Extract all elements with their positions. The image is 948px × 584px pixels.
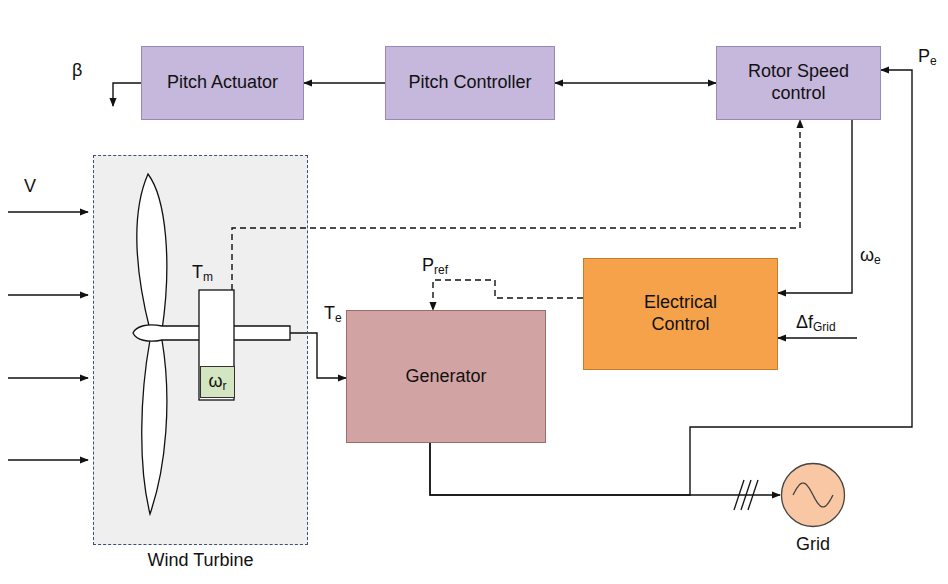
wind-arrow: [8, 459, 88, 460]
node-label: Pitch Controller: [408, 72, 531, 94]
grid-symbol: [780, 462, 846, 528]
control-box: Electrical Control: [583, 258, 778, 370]
wind-arrow: [8, 211, 88, 212]
node-label: Pitch Actuator: [167, 72, 278, 94]
measurement-arrow: [433, 280, 583, 310]
grid-circle: [782, 464, 845, 527]
subscript: Grid: [813, 320, 836, 334]
subscript: e: [874, 253, 881, 267]
process-box: Pitch Controller: [385, 46, 555, 120]
pitch-output-arrow: [113, 83, 141, 106]
turbine-region: Wind Turbineωr: [93, 155, 308, 545]
signal-label: Pe: [916, 46, 939, 67]
signal-arrow: [304, 82, 385, 83]
signal-label: ωe: [858, 245, 883, 266]
grid-source: Grid: [780, 462, 846, 528]
node-caption: Grid: [796, 534, 830, 556]
subscript: r: [223, 379, 227, 393]
process-box: Rotor Speed control: [716, 46, 881, 120]
torque-label: Tm: [190, 262, 215, 283]
process-box: Pitch Actuator: [141, 46, 304, 120]
connector-layer: [232, 70, 912, 495]
node-label: ωr: [208, 371, 226, 393]
turbine-illustration: [133, 174, 290, 514]
turbine-blade: [137, 174, 167, 330]
node-label: Rotor Speed control: [734, 61, 864, 104]
signal-arrow: [290, 333, 346, 378]
node-label: Generator: [405, 366, 486, 388]
wind-arrows: [8, 212, 88, 460]
subscript: e: [930, 54, 937, 68]
wind-speed-label: V: [22, 176, 38, 197]
generator-box: Generator: [346, 310, 546, 443]
signal-arrow: [778, 120, 852, 293]
signal-label: Pref: [420, 255, 450, 276]
wind-arrow: [8, 377, 88, 378]
subscript: ref: [434, 263, 448, 277]
sine-wave: [793, 483, 833, 507]
turbine-blade: [142, 340, 167, 514]
subscript: e: [335, 311, 342, 325]
signal-label: Te: [322, 303, 344, 324]
signal-arrow: [430, 443, 780, 495]
turbine-region-fill: [93, 155, 308, 545]
signal-label: ΔfGrid: [794, 312, 838, 333]
rotor-shaft: [199, 290, 234, 400]
subscript: m: [203, 270, 213, 284]
node-caption: Wind Turbine: [147, 550, 253, 572]
signal-arrow: [555, 82, 716, 83]
node-label: Electrical Control: [626, 292, 736, 335]
speed-indicator-box: ωr: [200, 366, 235, 398]
wind-arrow: [8, 294, 88, 295]
pitch-angle-label: β: [70, 60, 84, 81]
frequency-input-arrow: [778, 337, 857, 338]
